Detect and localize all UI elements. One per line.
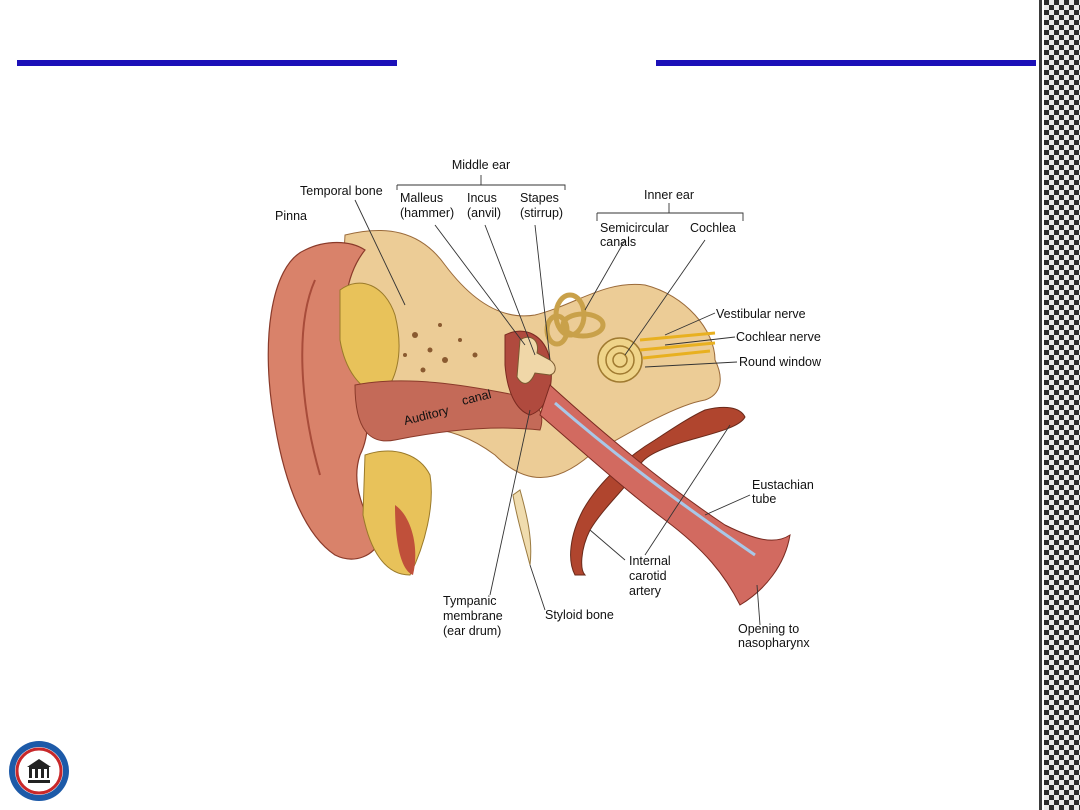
cochlea-shape bbox=[597, 337, 643, 383]
fat-tissue-upper bbox=[339, 282, 400, 396]
label-ear-drum: (ear drum) bbox=[443, 624, 501, 638]
label-semicircular: Semicircular bbox=[600, 221, 669, 235]
ear-anatomy-diagram: Middle ear Temporal bone Pinna Malleus (… bbox=[267, 158, 822, 650]
nerve-bundle bbox=[639, 331, 716, 360]
label-cochlear-nerve: Cochlear nerve bbox=[736, 330, 821, 344]
styloid-bone-shape bbox=[512, 489, 532, 566]
label-tympanic: Tympanic bbox=[443, 594, 497, 608]
label-pinna: Pinna bbox=[275, 209, 307, 223]
label-stapes: Stapes bbox=[520, 191, 559, 205]
checkered-side-strip bbox=[1044, 0, 1080, 810]
label-malleus: Malleus bbox=[400, 191, 443, 205]
label-temporal-bone: Temporal bone bbox=[300, 184, 383, 198]
auditory-canal-shape bbox=[354, 380, 543, 442]
label-leader-lines bbox=[354, 175, 761, 626]
label-tube: tube bbox=[752, 492, 776, 506]
label-membrane: membrane bbox=[443, 609, 503, 623]
semicircular-canals-shape bbox=[544, 292, 606, 347]
label-hammer: (hammer) bbox=[400, 206, 454, 220]
label-eustachian: Eustachian bbox=[752, 478, 814, 492]
label-stirrup: (stirrup) bbox=[520, 206, 563, 220]
label-round-window: Round window bbox=[739, 355, 822, 369]
bone-texture bbox=[403, 323, 478, 373]
label-inner-ear: Inner ear bbox=[644, 188, 694, 202]
label-middle-ear: Middle ear bbox=[452, 158, 510, 172]
eustachian-tube-shape bbox=[539, 384, 791, 606]
label-carotid: carotid bbox=[629, 569, 667, 583]
ossicles-shape bbox=[516, 336, 556, 384]
label-canals: canals bbox=[600, 235, 636, 249]
label-artery: artery bbox=[629, 584, 662, 598]
label-styloid-bone: Styloid bone bbox=[545, 608, 614, 622]
title-rule-left bbox=[17, 60, 397, 66]
label-internal: Internal bbox=[629, 554, 671, 568]
title-rule-right bbox=[656, 60, 1036, 66]
label-nasopharynx: nasopharynx bbox=[738, 636, 810, 650]
label-anvil: (anvil) bbox=[467, 206, 501, 220]
label-cochlea: Cochlea bbox=[690, 221, 736, 235]
label-vestibular-nerve: Vestibular nerve bbox=[716, 307, 806, 321]
label-opening-to: Opening to bbox=[738, 622, 799, 636]
label-incus: Incus bbox=[467, 191, 497, 205]
side-border-line bbox=[1039, 0, 1042, 810]
faculty-seal-icon bbox=[9, 741, 69, 801]
